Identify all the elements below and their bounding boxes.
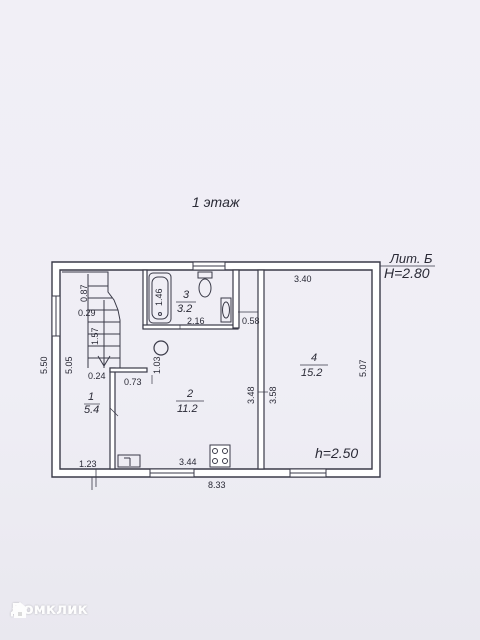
- room-number-2: 2: [186, 388, 193, 400]
- room-area-4: 15.2: [301, 367, 322, 379]
- doors: [91, 311, 258, 490]
- dim-123: 1.23: [79, 459, 97, 469]
- dim-344: 3.44: [179, 457, 197, 467]
- watermark-brand: Домклик: [10, 600, 88, 618]
- room-area-1: 5.4: [84, 404, 99, 416]
- room-number-3: 3: [183, 289, 190, 301]
- dim-550: 5.50: [39, 356, 49, 374]
- room-area-3: 3.2: [177, 303, 192, 315]
- dim-024: 0.24: [88, 371, 106, 381]
- outer-walls: [51, 261, 381, 478]
- dim-157: 1.57: [90, 327, 100, 345]
- dim-103: 1.03: [152, 356, 162, 374]
- dim-505: 5.05: [64, 356, 74, 374]
- sink: [220, 297, 232, 323]
- stove: [209, 444, 231, 468]
- kitchen-sink: [117, 454, 141, 468]
- room-area-2: 11.2: [177, 403, 198, 415]
- height-room: h=2.50: [315, 445, 358, 461]
- interior-walls: [109, 269, 265, 470]
- dim-073: 0.73: [124, 377, 142, 387]
- staircase: [62, 271, 121, 368]
- floor-title: 1 этаж: [192, 194, 241, 210]
- room-number-1: 1: [88, 391, 94, 403]
- watermark: Домклик: [10, 600, 88, 618]
- dim-348: 3.48: [246, 386, 256, 404]
- dim-507: 5.07: [358, 359, 368, 377]
- dim-029: 0.29: [78, 308, 96, 318]
- dim-833: 8.33: [208, 480, 226, 490]
- dim-087: 0.87: [79, 284, 89, 302]
- boiler: [153, 340, 169, 356]
- dim-340: 3.40: [294, 274, 312, 284]
- windows: [51, 261, 327, 478]
- dim-146: 1.46: [154, 288, 164, 306]
- litera-label: Лит. Б: [389, 251, 433, 266]
- bathtub: [148, 272, 172, 324]
- house-logo-icon: [12, 602, 28, 618]
- dim-216: 2.16: [187, 316, 205, 326]
- dimension-lines: [109, 325, 268, 417]
- height-total: H=2.80: [384, 265, 430, 281]
- toilet: [197, 271, 213, 298]
- room-number-4: 4: [311, 352, 317, 364]
- dim-058: 0.58: [242, 316, 260, 326]
- dim-358: 3.58: [268, 386, 278, 404]
